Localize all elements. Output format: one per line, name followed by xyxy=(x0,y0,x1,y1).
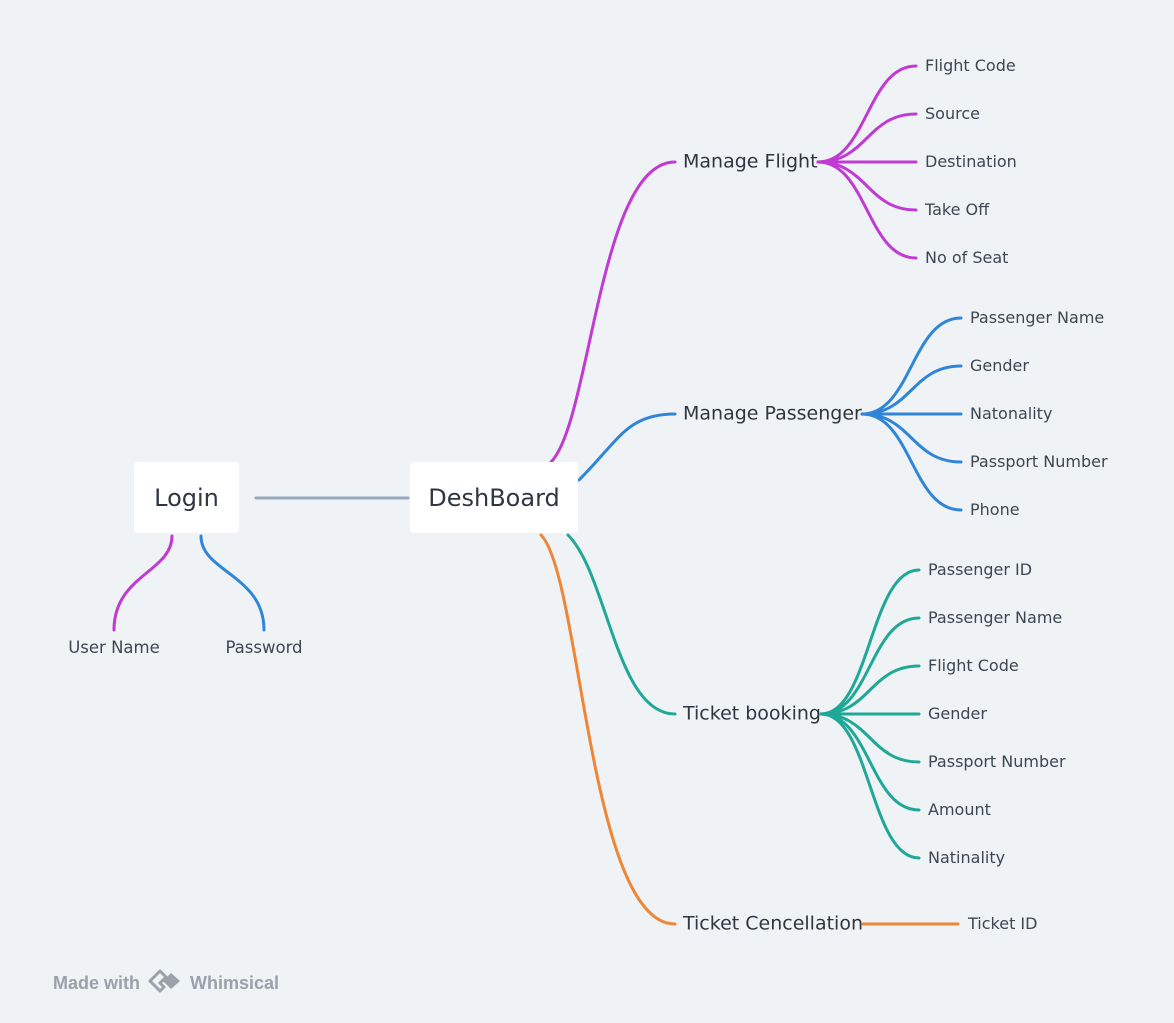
branch-child-connector xyxy=(816,160,918,212)
made-with-whimsical-badge[interactable]: Made with Whimsical xyxy=(53,969,279,997)
branch-child-connector xyxy=(819,568,921,716)
child-manage-passenger-item[interactable]: Phone xyxy=(970,500,1020,519)
branch-child-connector xyxy=(819,616,921,716)
login-child-user-name[interactable]: User Name xyxy=(68,637,160,657)
dashboard-node-label: DeshBoard xyxy=(428,483,560,512)
branch-child-connector xyxy=(860,412,963,464)
whimsical-logo-icon xyxy=(146,967,184,1000)
dashboard-branch-connector xyxy=(549,160,677,464)
child-manage-passenger-item[interactable]: Natonality xyxy=(970,404,1053,423)
child-ticket-booking-item[interactable]: Passenger ID xyxy=(928,560,1033,579)
branch-manage-flight[interactable]: Manage Flight xyxy=(683,150,818,173)
child-ticket-cancellation-item[interactable]: Ticket ID xyxy=(968,914,1038,933)
dashboard-branch-connector xyxy=(577,412,677,482)
child-manage-passenger-item[interactable]: Gender xyxy=(970,356,1029,375)
whimsical-brand-text: Whimsical xyxy=(190,972,280,993)
branch-child-connector xyxy=(819,712,921,812)
dashboard-branch-connector xyxy=(566,533,677,716)
child-ticket-booking-item[interactable]: Natinality xyxy=(928,848,1006,867)
child-ticket-booking-item[interactable]: Passenger Name xyxy=(928,608,1063,627)
branch-ticket-booking[interactable]: Ticket booking xyxy=(683,702,821,725)
branch-child-connector xyxy=(819,712,921,764)
dashboard-branch-connector xyxy=(539,533,677,926)
login-child-connector xyxy=(112,534,174,632)
child-manage-passenger-item[interactable]: Passport Number xyxy=(970,452,1108,471)
branch-child-connector xyxy=(816,112,918,164)
dashboard-node[interactable]: DeshBoard xyxy=(410,462,578,533)
login-node-label: Login xyxy=(154,483,219,512)
branch-child-connector xyxy=(816,160,918,260)
branch-child-connector xyxy=(819,712,921,860)
child-ticket-booking-item[interactable]: Flight Code xyxy=(928,656,1019,675)
branch-manage-passenger[interactable]: Manage Passenger xyxy=(683,402,862,425)
child-manage-flight-item[interactable]: Flight Code xyxy=(925,56,1016,75)
branch-ticket-cancellation[interactable]: Ticket Cencellation xyxy=(683,912,863,935)
child-ticket-booking-item[interactable]: Gender xyxy=(928,704,987,723)
child-manage-flight-item[interactable]: Destination xyxy=(925,152,1017,171)
login-node[interactable]: Login xyxy=(134,462,239,533)
child-ticket-booking-item[interactable]: Passport Number xyxy=(928,752,1066,771)
child-manage-flight-item[interactable]: No of Seat xyxy=(925,248,1009,267)
branch-child-connector xyxy=(860,364,963,416)
branch-child-connector xyxy=(860,412,963,512)
branch-child-connector xyxy=(819,664,921,716)
child-manage-flight-item[interactable]: Source xyxy=(925,104,980,123)
login-child-password[interactable]: Password xyxy=(225,637,303,657)
branch-child-connector xyxy=(816,64,918,164)
child-ticket-booking-item[interactable]: Amount xyxy=(928,800,991,819)
made-with-text: Made with xyxy=(53,972,141,993)
branch-child-connector xyxy=(860,316,963,416)
child-manage-passenger-item[interactable]: Passenger Name xyxy=(970,308,1105,327)
login-child-connector xyxy=(199,534,266,632)
child-manage-flight-item[interactable]: Take Off xyxy=(925,200,990,219)
